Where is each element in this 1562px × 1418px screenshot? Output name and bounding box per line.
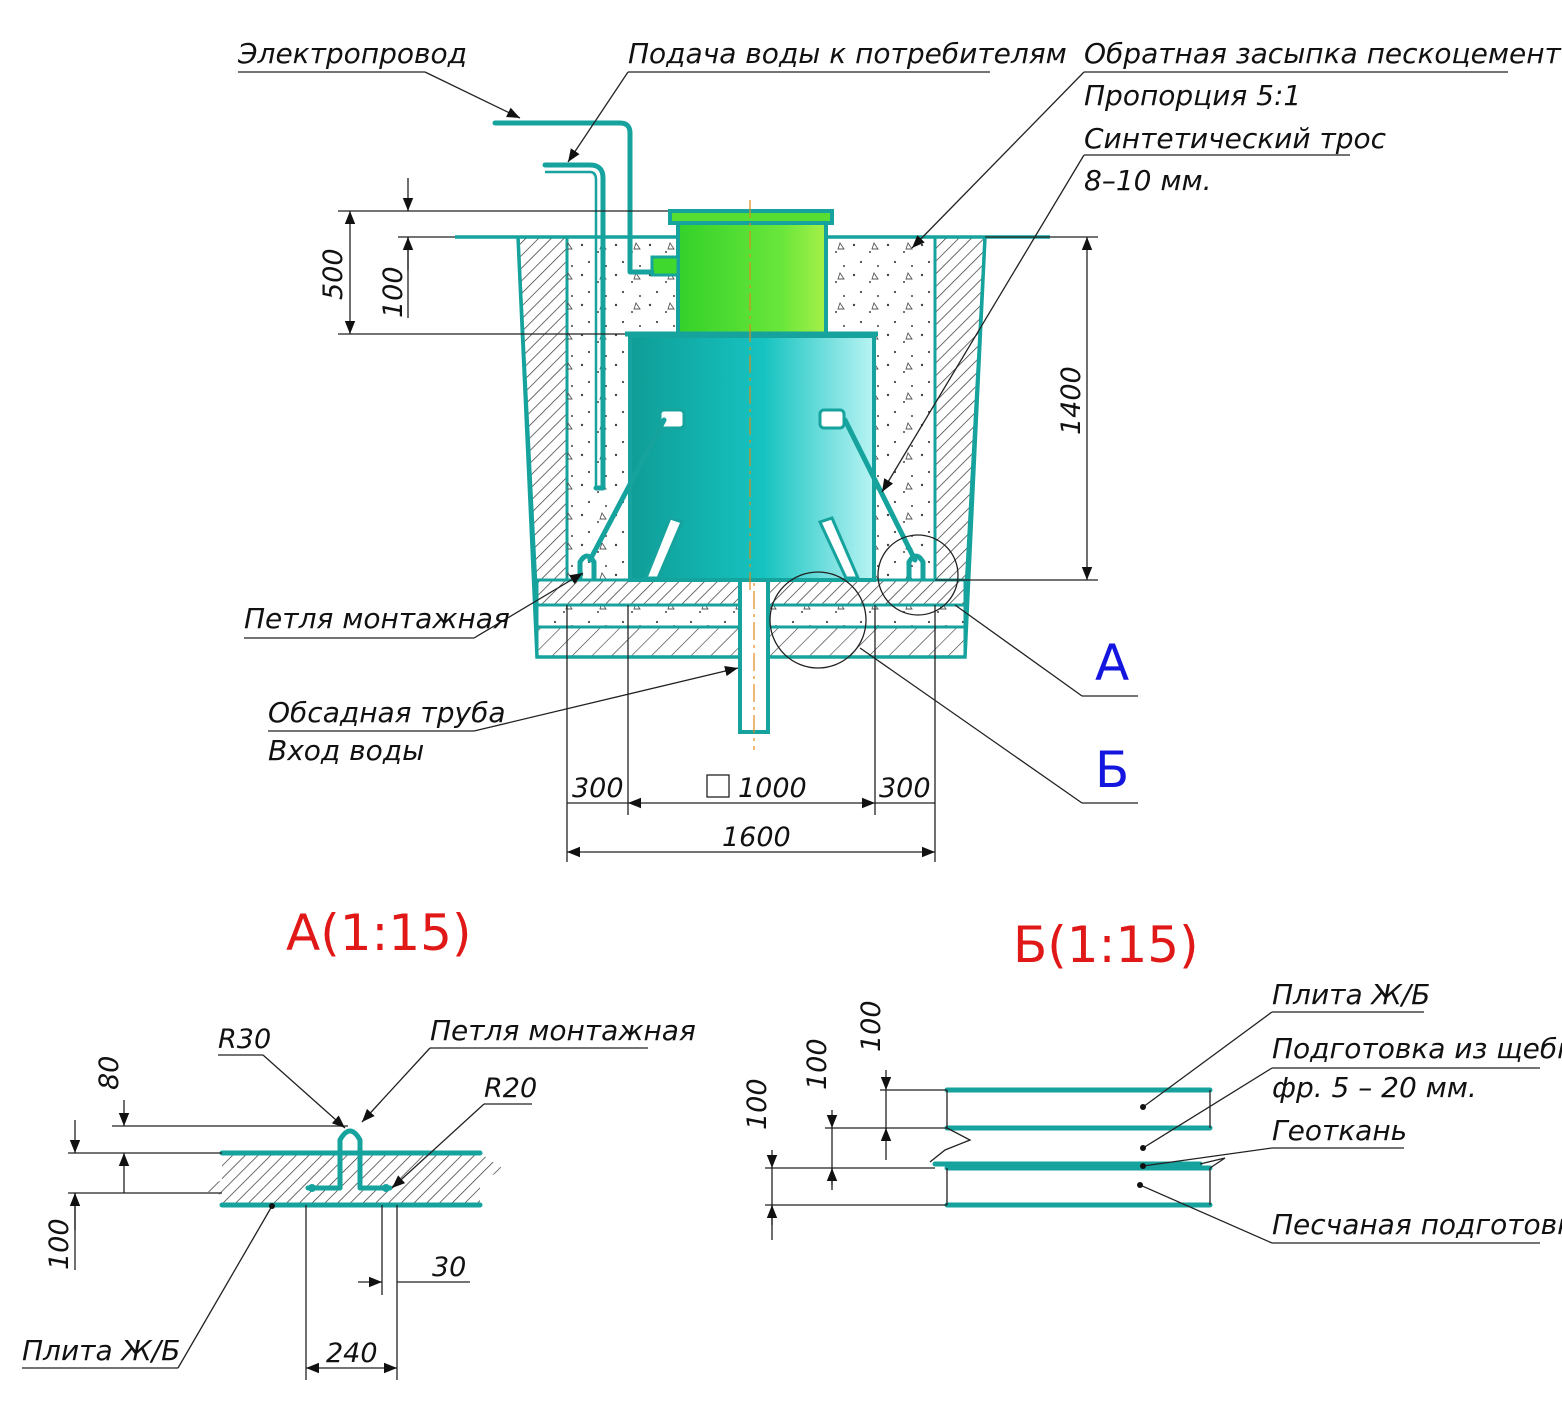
mount-loop-right: [906, 553, 926, 581]
detail-a-slab: [200, 1153, 505, 1205]
marker-b: Б: [1095, 741, 1129, 799]
label-water-supply: Подача воды к потребителям: [628, 37, 1067, 70]
dim-1000: 1000: [738, 773, 807, 804]
label-b-geotextile: Геоткань: [1272, 1114, 1407, 1147]
dim-300-left: 300: [572, 773, 624, 804]
label-a-slab: Плита Ж/Б: [22, 1334, 180, 1367]
detail-a-title: А(1:15): [286, 904, 472, 962]
label-backfill-2: Пропорция 5:1: [1084, 79, 1301, 112]
detail-a: А(1:15): [22, 904, 696, 1380]
dim-a-100: 100: [44, 1218, 75, 1270]
casing-pipe: [738, 560, 770, 750]
dim-b-100-b: 100: [802, 1038, 833, 1090]
dim-500: 500: [318, 248, 349, 300]
detail-b: Б(1:15): [742, 916, 1562, 1244]
label-casing-2: Вход воды: [268, 734, 424, 767]
detail-a-loop: [305, 1128, 393, 1191]
electric-wire-line: [492, 120, 655, 275]
lifting-lug-right: [818, 408, 846, 430]
detail-a-circle: [877, 534, 959, 616]
dim-1400: 1400: [1056, 366, 1087, 435]
label-rope-1: Синтетический трос: [1084, 122, 1387, 155]
label-b-gravel-2: фр. 5 – 20 мм.: [1272, 1071, 1477, 1104]
synthetic-ropes: [577, 417, 926, 581]
detail-b-circle: [769, 571, 867, 669]
marker-a: А: [1095, 634, 1129, 692]
dim-1600: 1600: [722, 822, 791, 853]
lifting-lug-left: [658, 408, 686, 430]
label-backfill-1: Обратная засыпка пескоцементом: [1084, 37, 1562, 70]
mount-loop-left: [577, 553, 597, 581]
caisson: [625, 200, 878, 590]
dim-100: 100: [378, 266, 409, 318]
detail-b-title: Б(1:15): [1013, 916, 1199, 974]
caisson-neck: [676, 220, 828, 336]
label-mount-loop: Петля монтажная: [244, 602, 510, 635]
label-electric-wire: Электропровод: [237, 37, 467, 70]
label-a-mount-loop: Петля монтажная: [430, 1014, 696, 1047]
main-labels: Электропровод Подача воды к потребителям…: [237, 37, 1562, 853]
label-r30: R30: [218, 1024, 271, 1055]
caisson-lid: [668, 209, 834, 225]
square-symbol: [706, 774, 730, 798]
label-casing-1: Обсадная труба: [268, 696, 506, 729]
dim-b-100-c: 100: [742, 1078, 773, 1130]
label-r20: R20: [484, 1073, 537, 1104]
label-rope-2: 8–10 мм.: [1084, 164, 1212, 197]
label-b-slab: Плита Ж/Б: [1272, 978, 1430, 1011]
dim-a-80: 80: [94, 1056, 125, 1090]
main-leaders: [238, 71, 1508, 804]
dim-300-right: 300: [879, 773, 931, 804]
dim-a-30: 30: [432, 1252, 466, 1283]
dim-b-100-a: 100: [856, 1000, 887, 1052]
label-b-gravel-1: Подготовка из щебня: [1272, 1032, 1562, 1065]
label-b-sand: Песчаная подготовка: [1272, 1208, 1562, 1241]
pipes: [492, 120, 655, 491]
main-dimensions: [338, 178, 1098, 862]
water-supply-pipe: [542, 162, 606, 491]
detail-b-slab: [947, 1090, 1210, 1125]
dim-a-240: 240: [326, 1338, 378, 1369]
cable-gland: [650, 255, 680, 277]
